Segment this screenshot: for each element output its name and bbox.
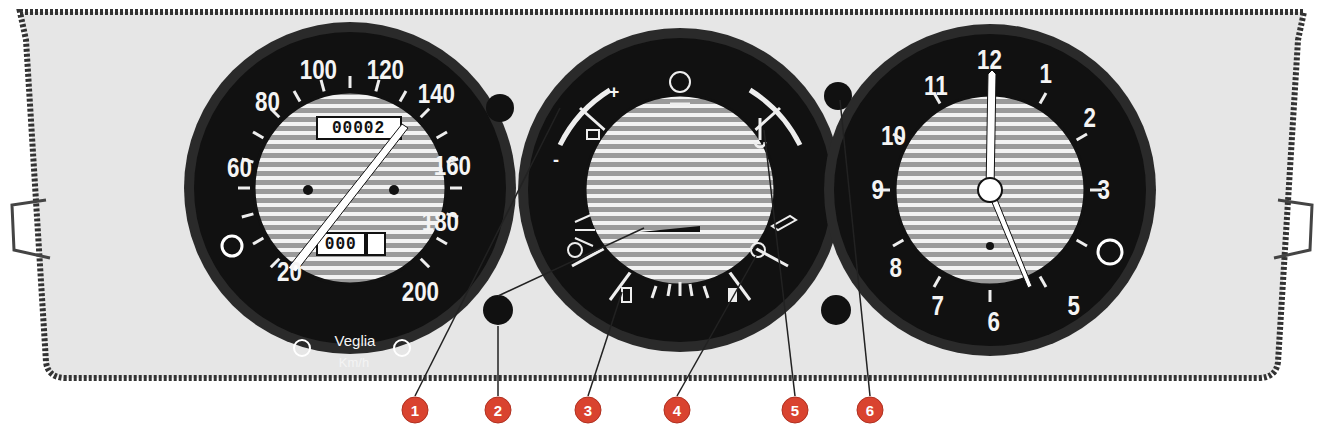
tick-mark xyxy=(242,214,254,217)
clock-number: 3 xyxy=(1098,176,1110,204)
clock-number: 11 xyxy=(924,72,948,100)
speed-number: 80 xyxy=(256,88,281,116)
tick-mark xyxy=(1040,277,1046,287)
clock-number: 9 xyxy=(872,176,884,204)
callout-number: 5 xyxy=(791,403,799,418)
speed-number: 180 xyxy=(421,208,458,236)
speed-number: 20 xyxy=(278,258,303,286)
trip-reading: 000 xyxy=(325,235,357,253)
speed-number: 120 xyxy=(366,56,403,84)
tick-mark xyxy=(893,240,903,246)
clock-number: 10 xyxy=(882,122,907,150)
tick-mark xyxy=(450,187,462,190)
odometer-reading: 00002 xyxy=(332,119,385,137)
clock-number: 1 xyxy=(1040,60,1052,88)
tick-mark xyxy=(1040,93,1046,103)
tick-mark xyxy=(421,109,429,117)
tick-mark xyxy=(294,91,300,101)
speed-number: 140 xyxy=(417,80,454,108)
tick-mark xyxy=(349,76,352,88)
battery-minus: - xyxy=(553,151,559,169)
clock-number: 7 xyxy=(932,292,944,320)
speed-unit: Km/h xyxy=(339,356,369,369)
callout-number: 2 xyxy=(494,403,502,418)
tick-mark xyxy=(437,238,447,244)
tick-mark xyxy=(253,238,263,244)
clock-number: 6 xyxy=(988,308,1000,336)
tick-mark xyxy=(1077,240,1087,246)
tick-mark xyxy=(253,132,263,138)
speed-number: 100 xyxy=(299,56,336,84)
speed-number: 200 xyxy=(401,278,438,306)
clock-number: 5 xyxy=(1068,292,1080,320)
clock-number: 12 xyxy=(978,46,1003,74)
brand-name: Veglia xyxy=(335,333,376,348)
tick-mark xyxy=(1077,134,1087,140)
clock-number: 8 xyxy=(890,254,902,282)
tick-mark xyxy=(437,132,447,138)
tick-mark xyxy=(989,290,992,302)
tick-mark xyxy=(934,277,940,287)
speed-number: 60 xyxy=(228,154,253,182)
tick-mark xyxy=(238,187,250,190)
tick-mark xyxy=(421,259,429,267)
clock-number: 2 xyxy=(1084,104,1096,132)
callout-number: 1 xyxy=(411,403,419,418)
callout-number: 6 xyxy=(866,403,874,418)
tick-mark xyxy=(400,91,406,101)
callout-number: 3 xyxy=(584,403,592,418)
speed-number: 160 xyxy=(433,152,470,180)
battery-plus: + xyxy=(609,83,620,101)
callout-number: 4 xyxy=(673,403,681,418)
